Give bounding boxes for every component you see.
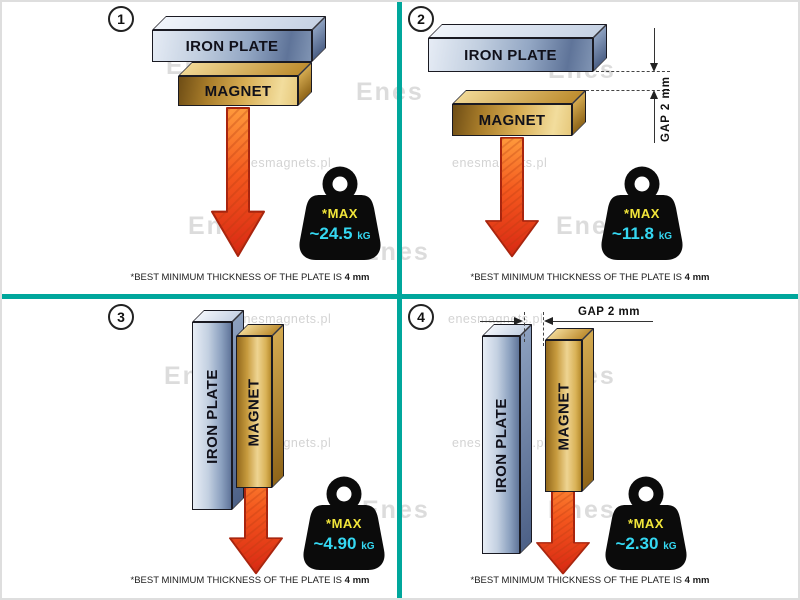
gap-extension-line bbox=[596, 71, 670, 72]
footnote-text: *BEST MINIMUM THICKNESS OF THE PLATE IS bbox=[470, 272, 685, 283]
vertical-divider bbox=[397, 0, 402, 600]
watermark-logo: Enes bbox=[356, 78, 424, 106]
watermark-site: enesmagnets.pl bbox=[236, 156, 332, 170]
magnet-label: MAGNET bbox=[245, 378, 263, 446]
gap-label: GAP 2 mm bbox=[660, 76, 672, 142]
iron-plate-label: IRON PLATE bbox=[492, 397, 510, 493]
kettlebell-icon bbox=[601, 166, 683, 260]
weight-max-label: *MAX bbox=[326, 516, 362, 531]
weight-unit: kG bbox=[663, 541, 677, 552]
magnet-label: MAGNET bbox=[478, 111, 546, 129]
dimension-arrow-right-icon bbox=[514, 317, 523, 325]
iron-plate: IRON PLATE bbox=[482, 324, 532, 554]
magnet-front-face: MAGNET bbox=[545, 340, 582, 492]
gap-dimension-line bbox=[480, 321, 514, 322]
weight-unit: kG bbox=[357, 231, 371, 242]
weight-max-label: *MAX bbox=[322, 206, 358, 221]
weight-value: ~4.90 bbox=[313, 534, 357, 553]
footnote-text: *BEST MINIMUM THICKNESS OF THE PLATE IS bbox=[470, 575, 685, 586]
footnote-bold: 4 mm bbox=[344, 575, 370, 586]
kettlebell-icon bbox=[605, 476, 687, 570]
gap-dimension-line bbox=[654, 28, 655, 63]
footnote: *BEST MINIMUM THICKNESS OF THE PLATE IS … bbox=[410, 272, 770, 283]
magnet: MAGNET bbox=[452, 90, 586, 136]
footnote-bold: 4 mm bbox=[684, 575, 710, 586]
weight-unit: kG bbox=[361, 541, 375, 552]
magnet-top-face bbox=[178, 62, 312, 76]
footnote: *BEST MINIMUM THICKNESS OF THE PLATE IS … bbox=[70, 575, 430, 586]
magnet: MAGNET bbox=[178, 62, 312, 106]
footnote-bold: 4 mm bbox=[684, 272, 710, 283]
dimension-arrow-down-icon bbox=[650, 63, 658, 72]
footnote: *BEST MINIMUM THICKNESS OF THE PLATE IS … bbox=[410, 575, 770, 586]
weight-max-label: *MAX bbox=[624, 206, 660, 221]
magnet-front-face: MAGNET bbox=[236, 336, 272, 488]
iron-plate-front-face: IRON PLATE bbox=[428, 38, 593, 72]
iron-plate-front-face: IRON PLATE bbox=[192, 322, 232, 510]
watermark-site: enesmagnets.pl bbox=[236, 312, 332, 326]
gap-extension-line bbox=[586, 90, 670, 91]
dimension-arrow-left-icon bbox=[544, 317, 553, 325]
iron-plate-label: IRON PLATE bbox=[464, 46, 557, 64]
footnote: *BEST MINIMUM THICKNESS OF THE PLATE IS … bbox=[70, 272, 430, 283]
footnote-text: *BEST MINIMUM THICKNESS OF THE PLATE IS bbox=[130, 272, 345, 283]
iron-plate-front-face: IRON PLATE bbox=[152, 30, 312, 62]
weight-max-label: *MAX bbox=[628, 516, 664, 531]
quadrant-number: 2 bbox=[408, 6, 434, 32]
iron-plate: IRON PLATE bbox=[428, 24, 607, 72]
gap-dimension-line bbox=[553, 321, 653, 322]
iron-plate: IRON PLATE bbox=[192, 310, 244, 510]
magnet-side-face bbox=[582, 328, 594, 492]
gap-extension-line bbox=[524, 312, 525, 342]
weight-value-line: ~24.5 kG bbox=[296, 224, 384, 244]
weight-value-line: ~2.30 kG bbox=[602, 534, 690, 554]
magnet-front-face: MAGNET bbox=[452, 104, 572, 136]
quadrant-number: 1 bbox=[108, 6, 134, 32]
quadrant-number: 4 bbox=[408, 304, 434, 330]
quadrant-number: 3 bbox=[108, 304, 134, 330]
magnet-label: MAGNET bbox=[204, 82, 272, 100]
dimension-arrow-up-icon bbox=[650, 90, 658, 99]
weight-kettlebell: *MAX ~11.8 kG bbox=[598, 162, 686, 262]
gap-dimension-line bbox=[654, 99, 655, 143]
magnet-side-face bbox=[272, 324, 284, 488]
kettlebell-icon bbox=[299, 166, 381, 260]
weight-kettlebell: *MAX ~2.30 kG bbox=[602, 472, 690, 572]
footnote-bold: 4 mm bbox=[344, 272, 370, 283]
pull-force-arrow-icon bbox=[485, 137, 539, 258]
magnet-front-face: MAGNET bbox=[178, 76, 298, 106]
horizontal-divider bbox=[0, 294, 800, 299]
iron-plate-label: IRON PLATE bbox=[185, 37, 279, 55]
iron-plate-side-face bbox=[520, 324, 532, 554]
iron-plate: IRON PLATE bbox=[152, 16, 326, 62]
iron-plate-top-face bbox=[428, 24, 607, 38]
weight-value: ~2.30 bbox=[615, 534, 659, 553]
weight-value-line: ~11.8 kG bbox=[598, 224, 686, 244]
magnet: MAGNET bbox=[545, 328, 594, 492]
magnet: MAGNET bbox=[236, 324, 284, 488]
iron-plate-front-face: IRON PLATE bbox=[482, 336, 520, 554]
weight-kettlebell: *MAX ~4.90 kG bbox=[300, 472, 388, 572]
weight-unit: kG bbox=[658, 231, 673, 242]
weight-value: ~24.5 bbox=[309, 224, 353, 243]
weight-value-line: ~4.90 kG bbox=[300, 534, 388, 554]
kettlebell-icon bbox=[303, 476, 385, 570]
pull-force-arrow-icon bbox=[211, 107, 265, 257]
magnet-label: MAGNET bbox=[555, 382, 572, 450]
weight-kettlebell: *MAX ~24.5 kG bbox=[296, 162, 384, 262]
iron-plate-top-face bbox=[152, 16, 326, 30]
gap-extension-line bbox=[543, 312, 544, 346]
magnet-top-face bbox=[452, 90, 586, 104]
iron-plate-label: IRON PLATE bbox=[203, 368, 221, 464]
weight-value: ~11.8 bbox=[611, 224, 654, 243]
footnote-text: *BEST MINIMUM THICKNESS OF THE PLATE IS bbox=[130, 575, 345, 586]
gap-label: GAP 2 mm bbox=[578, 306, 640, 318]
